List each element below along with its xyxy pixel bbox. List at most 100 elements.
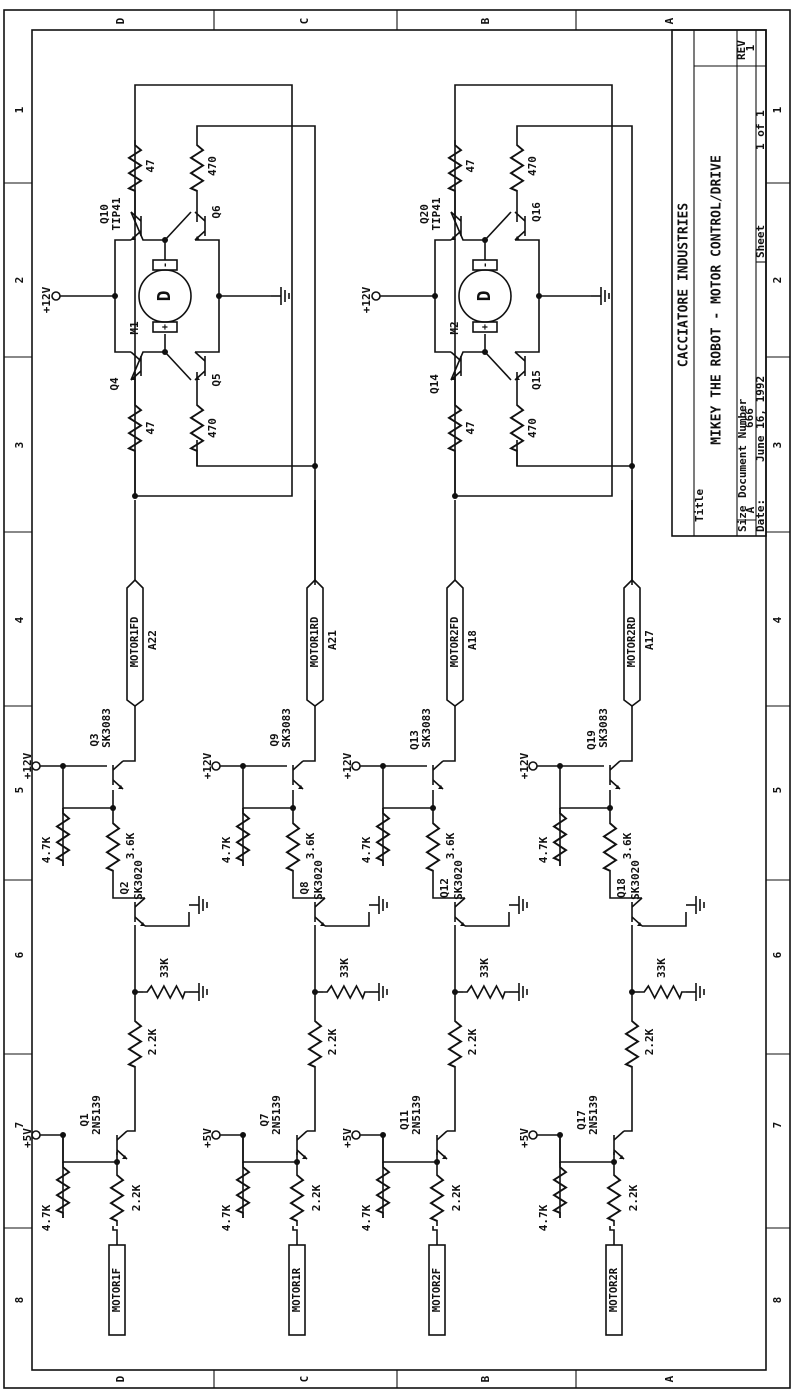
title-block: CACCIATORE INDUSTRIES Title MIKEY THE RO… xyxy=(671,29,767,537)
row-label: B xyxy=(479,1375,492,1382)
wire xyxy=(450,211,486,260)
net-pin-label: A17 xyxy=(643,630,656,650)
wire xyxy=(130,211,166,260)
resistor-value: 2.2K xyxy=(310,1184,323,1211)
transistor-refdes: Q5 xyxy=(210,373,223,386)
junction-dot xyxy=(482,237,488,243)
wire xyxy=(465,912,510,927)
mid-transistor-emitter-arrow xyxy=(140,922,145,926)
bridge-transistor-collector xyxy=(194,211,206,222)
input-transistor-emitter-arrow xyxy=(442,1155,447,1159)
resistor-value: 3.6K xyxy=(444,832,457,859)
document-number-value: 666 xyxy=(743,408,756,428)
row-label: A xyxy=(663,1375,676,1382)
resistor-value: 2.2K xyxy=(146,1028,159,1055)
transistor-refdes: Q10 xyxy=(98,204,111,224)
supply-voltage-label: +5V xyxy=(518,1128,531,1148)
resistor-value: 3.6K xyxy=(304,832,317,859)
mid-transistor-emitter-arrow xyxy=(320,922,325,926)
wire xyxy=(307,1080,316,1132)
sheet-border: D C B A D C B A 1 2 3 4 5 6 7 8 1 2 3 4 … xyxy=(3,9,791,1389)
input-transistor-collector xyxy=(613,1130,625,1141)
ground-symbol xyxy=(188,895,208,915)
resistor-value: 33K xyxy=(478,958,491,978)
net-pin-label: A18 xyxy=(466,630,479,650)
resistor xyxy=(429,1168,445,1228)
transistor-refdes: Q8 xyxy=(298,881,311,894)
transistor-type: TIP41 xyxy=(430,197,443,230)
ground-symbol xyxy=(368,982,388,1002)
wire xyxy=(432,876,465,899)
resistor xyxy=(425,816,441,878)
supply-voltage-label: +12V xyxy=(341,752,354,779)
motor-refdes: M2 xyxy=(448,321,461,334)
transistor-refdes: Q19 xyxy=(585,730,598,750)
output-transistor-collector xyxy=(292,760,304,771)
input-transistor-collector xyxy=(296,1130,308,1141)
resistor-value: 4.7K xyxy=(40,1204,53,1231)
column-label: 2 xyxy=(771,277,784,284)
input-transistor-collector xyxy=(436,1130,448,1141)
mid-transistor-emitter-arrow xyxy=(460,922,465,926)
wire xyxy=(642,912,687,927)
wire xyxy=(242,768,293,809)
resistor-value: 33K xyxy=(338,958,351,978)
bridge-ground-rail xyxy=(195,239,220,353)
wire xyxy=(145,912,190,927)
transistor-type: SK3020 xyxy=(452,860,465,900)
input-transistor-emitter-arrow xyxy=(619,1155,624,1159)
resistor xyxy=(189,138,205,198)
column-label: 4 xyxy=(13,616,26,623)
ground-symbol xyxy=(368,895,388,915)
resistor-value: 4.7K xyxy=(40,836,53,863)
resistor-value: 47 xyxy=(464,159,477,172)
resistor xyxy=(289,1168,305,1228)
supply-voltage-label: +12V xyxy=(40,286,53,313)
column-label: 6 xyxy=(13,951,26,958)
transistor-type: 2N5139 xyxy=(270,1095,283,1135)
resistor-value: 47 xyxy=(464,421,477,434)
date-label: Date: xyxy=(754,499,767,532)
wire xyxy=(130,334,166,381)
column-label: 3 xyxy=(771,442,784,449)
column-label: 8 xyxy=(13,1297,26,1304)
sheet-label: Sheet xyxy=(754,225,767,258)
transistor-refdes: Q13 xyxy=(408,730,421,750)
bridge-return-wire xyxy=(516,125,633,466)
mid-transistor-emitter-arrow xyxy=(637,922,642,926)
output-transistor-emitter-arrow xyxy=(298,785,303,789)
motor-polarity-label: - xyxy=(480,262,491,268)
motor-polarity-label: - xyxy=(160,262,171,268)
wire xyxy=(292,1226,298,1245)
transistor-refdes: Q2 xyxy=(118,881,131,894)
row-label: A xyxy=(663,17,676,24)
supply-voltage-label: +12V xyxy=(518,752,531,779)
resistor-value: 2.2K xyxy=(130,1184,143,1211)
bridge-transistor-emitter-arrow xyxy=(515,376,520,380)
resistor-value: 4.7K xyxy=(360,836,373,863)
motor-terminal-minus xyxy=(472,259,498,271)
transistor-type: 2N5139 xyxy=(587,1095,600,1135)
size-value: A xyxy=(744,506,757,513)
net-pin-label: A22 xyxy=(146,630,159,650)
supply-voltage-label: +5V xyxy=(21,1128,34,1148)
drawing-title: MIKEY THE ROBOT - MOTOR CONTROL/DRIVE xyxy=(710,155,725,445)
resistor-value: 2.2K xyxy=(466,1028,479,1055)
resistor xyxy=(602,816,618,878)
resistor-value: 2.2K xyxy=(643,1028,656,1055)
supply-terminal xyxy=(351,1130,361,1140)
mid-transistor-collector xyxy=(314,897,326,908)
transistor-refdes: Q16 xyxy=(530,202,543,222)
column-label: 6 xyxy=(771,951,784,958)
bridge-transistor-collector xyxy=(130,211,142,222)
motor-glyph: D xyxy=(154,290,175,301)
column-label: 3 xyxy=(13,442,26,449)
transistor-refdes: Q17 xyxy=(575,1110,588,1130)
bridge-ground-rail xyxy=(515,239,540,353)
resistor-value: 470 xyxy=(206,418,219,438)
ground-symbol xyxy=(188,982,208,1002)
transistor-type: SK3083 xyxy=(420,708,433,748)
